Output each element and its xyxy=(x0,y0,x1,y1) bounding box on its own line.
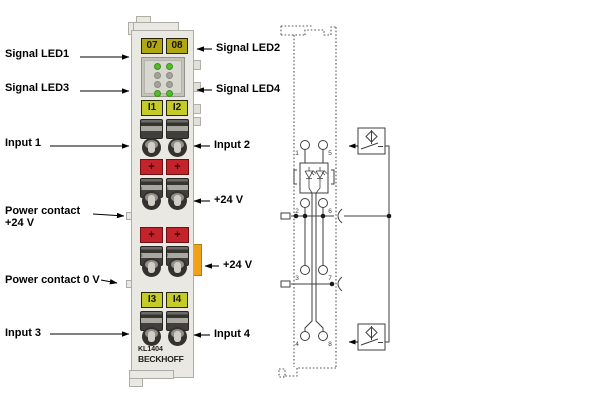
opto-led-symbols xyxy=(304,167,328,194)
contact-number: 1 xyxy=(140,133,143,138)
contact-number: 8 xyxy=(166,322,169,327)
wire-opto-terminal8 xyxy=(315,193,324,332)
electronics-bracket-right xyxy=(331,169,335,185)
power-plus-box: + xyxy=(140,227,163,243)
contact-number: 3 xyxy=(140,253,143,258)
contact-terminal-1 xyxy=(142,138,161,157)
label-i4: I4 xyxy=(166,292,188,308)
terminal-number: 2 xyxy=(295,208,299,215)
callout-input-1: Input 1 xyxy=(5,137,42,149)
signal-led xyxy=(154,72,161,79)
signal-led xyxy=(166,81,173,88)
contact-terminal-2 xyxy=(142,191,161,210)
terminal-number: 5 xyxy=(328,150,332,157)
callout-power-contact-24v-line1: Power contact xyxy=(5,205,81,217)
contact-terminal-3 xyxy=(142,258,161,277)
terminal-point-7 xyxy=(318,265,328,275)
power-contact-tab-24v xyxy=(280,212,291,220)
power-contact-tab-0v xyxy=(280,280,291,288)
signal-led xyxy=(154,63,161,70)
power-plus-box: + xyxy=(166,227,189,243)
dotted-housing-outline xyxy=(278,25,337,378)
terminal-number: 7 xyxy=(328,275,332,282)
callout-input-3: Input 3 xyxy=(5,327,42,339)
callout-power-contact-24v-line2: +24 V xyxy=(5,217,35,229)
terminal-point-2 xyxy=(300,198,310,208)
mounting-foot-hook xyxy=(129,378,143,387)
contact-number: 4 xyxy=(140,322,143,327)
callout-power-contact-24v: Power contact +24 V xyxy=(5,205,80,229)
led-grid xyxy=(144,60,182,97)
wire-opto-terminal4 xyxy=(304,193,313,332)
signal-led xyxy=(154,90,161,97)
contact-break-0v xyxy=(337,276,343,292)
leader-arrows xyxy=(50,46,219,338)
led-display xyxy=(141,57,185,97)
contact-number: 7 xyxy=(166,253,169,258)
callout-plus24v-1: +24 V xyxy=(214,194,244,206)
schematic-wires xyxy=(280,145,390,343)
junction-dots xyxy=(293,213,392,287)
sensor-switch xyxy=(360,338,383,346)
signal-led xyxy=(154,81,161,88)
signal-led xyxy=(166,72,173,79)
callout-signal-led3: Signal LED3 xyxy=(5,82,70,94)
terminal-point-4 xyxy=(300,331,310,341)
sensor-symbol xyxy=(365,130,378,144)
power-plus-box: + xyxy=(140,159,163,175)
terminal-circles xyxy=(300,140,328,341)
terminal-point-3 xyxy=(300,265,310,275)
sensor-box-2 xyxy=(348,323,386,351)
power-plus-box: + xyxy=(166,159,189,175)
label-i3: I3 xyxy=(141,292,163,308)
schematic: 1 5 2 6 3 7 4 8 xyxy=(278,25,392,378)
terminal-number: 6 xyxy=(328,208,332,215)
sensor-box-1 xyxy=(348,127,386,155)
terminal-number: 3 xyxy=(295,275,299,282)
signal-led xyxy=(166,90,173,97)
callout-signal-led2: Signal LED2 xyxy=(216,42,281,54)
callout-input-4: Input 4 xyxy=(214,328,251,340)
leader-power-contact-0v xyxy=(100,278,118,285)
model-text: KL1404 xyxy=(138,346,163,353)
terminal-number: 1 xyxy=(295,150,299,157)
terminal-number: 8 xyxy=(328,341,332,348)
wire-sensor-supply xyxy=(385,145,390,343)
mounting-foot xyxy=(129,370,174,379)
channel-label-08: 08 xyxy=(166,38,188,54)
brand-text: BECKHOFF xyxy=(138,354,184,364)
contact-terminal-5 xyxy=(168,138,187,157)
signal-led xyxy=(166,63,173,70)
opto-coupler-box xyxy=(293,162,335,194)
contact-number: 5 xyxy=(166,133,169,138)
terminal-point-1 xyxy=(300,140,310,150)
electronics-bracket-left xyxy=(293,169,297,185)
terminal-point-6 xyxy=(318,198,328,208)
leader-power-contact-24v xyxy=(92,212,125,219)
callout-input-2: Input 2 xyxy=(214,139,251,151)
contact-terminal-7 xyxy=(168,258,187,277)
sensor-symbol xyxy=(365,326,378,340)
contact-terminal-6 xyxy=(168,191,187,210)
contact-terminal-4 xyxy=(142,327,161,346)
contact-terminal-8 xyxy=(168,327,187,346)
label-i1: I1 xyxy=(141,100,163,116)
terminal-numbers: 1 5 2 6 3 7 4 8 xyxy=(295,150,332,348)
sensor-switch xyxy=(360,142,383,150)
callout-power-contact-0v: Power contact 0 V xyxy=(5,274,100,286)
callout-plus24v-2: +24 V xyxy=(223,259,253,271)
contact-number: 6 xyxy=(166,186,169,191)
terminal-point-8 xyxy=(318,331,328,341)
contact-break-24v xyxy=(337,208,343,224)
callout-signal-led1: Signal LED1 xyxy=(5,48,70,60)
contact-number: 2 xyxy=(140,186,143,191)
label-i2: I2 xyxy=(166,100,188,116)
terminal-point-5 xyxy=(318,140,328,150)
terminal-number: 4 xyxy=(295,341,299,348)
callout-signal-led4: Signal LED4 xyxy=(216,83,281,95)
channel-label-07: 07 xyxy=(141,38,163,54)
